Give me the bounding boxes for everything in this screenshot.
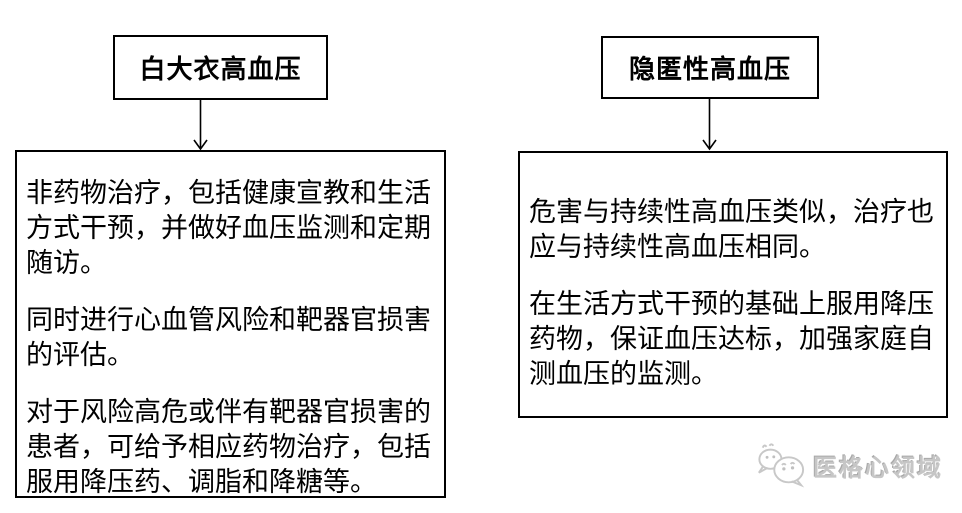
text-line: 应与持续性高血压相同。 — [529, 232, 826, 262]
paragraph: 同时进行心血管风险和靶器官损害 的评估。 — [26, 303, 436, 373]
text-line: 服用降压药、调脂和降糖等。 — [26, 467, 377, 497]
text-line: 的评估。 — [26, 340, 134, 370]
text-line: 非药物治疗，包括健康宣教和生活 — [26, 178, 431, 208]
paragraph: 对于风险高危或伴有靶器官损害的 患者，可给予相应药物治疗，包括 服用降压药、调脂… — [26, 395, 436, 500]
paragraph: 危害与持续性高血压类似，治疗也 应与持续性高血压相同。 — [529, 195, 938, 265]
text-line: 药物，保证血压达标，加强家庭自 — [529, 324, 934, 354]
white-coat-hypertension-title: 白大衣高血压 — [139, 54, 302, 84]
text-line: 随访。 — [26, 248, 107, 278]
masked-treatment-box: 危害与持续性高血压类似，治疗也 应与持续性高血压相同。 在生活方式干预的基础上服… — [518, 151, 948, 418]
text-line: 在生活方式干预的基础上服用降压 — [529, 289, 934, 319]
text-line: 对于风险高危或伴有靶器官损害的 — [26, 397, 431, 427]
watermark: 医格心领域 — [756, 442, 943, 488]
white-coat-treatment-box: 非药物治疗，包括健康宣教和生活 方式干预，并做好血压监测和定期 随访。 同时进行… — [15, 150, 446, 498]
down-arrow-icon — [193, 99, 208, 151]
paragraph: 非药物治疗，包括健康宣教和生活 方式干预，并做好血压监测和定期 随访。 — [26, 176, 436, 281]
text-line: 患者，可给予相应药物治疗，包括 — [26, 432, 431, 462]
text-line: 方式干预，并做好血压监测和定期 — [26, 213, 431, 243]
text-line: 危害与持续性高血压类似，治疗也 — [529, 197, 934, 227]
masked-hypertension-header-box: 隐匿性高血压 — [601, 36, 819, 99]
watermark-label: 医格心领域 — [813, 454, 943, 482]
wechat-bubbles-icon — [758, 443, 805, 488]
down-arrow-icon — [702, 99, 717, 151]
text-line: 测血压的监测。 — [529, 359, 718, 389]
text-line: 同时进行心血管风险和靶器官损害 — [26, 305, 431, 335]
masked-hypertension-title: 隐匿性高血压 — [628, 54, 791, 84]
white-coat-hypertension-header-box: 白大衣高血压 — [113, 35, 328, 100]
paragraph: 在生活方式干预的基础上服用降压 药物，保证血压达标，加强家庭自 测血压的监测。 — [529, 287, 938, 392]
